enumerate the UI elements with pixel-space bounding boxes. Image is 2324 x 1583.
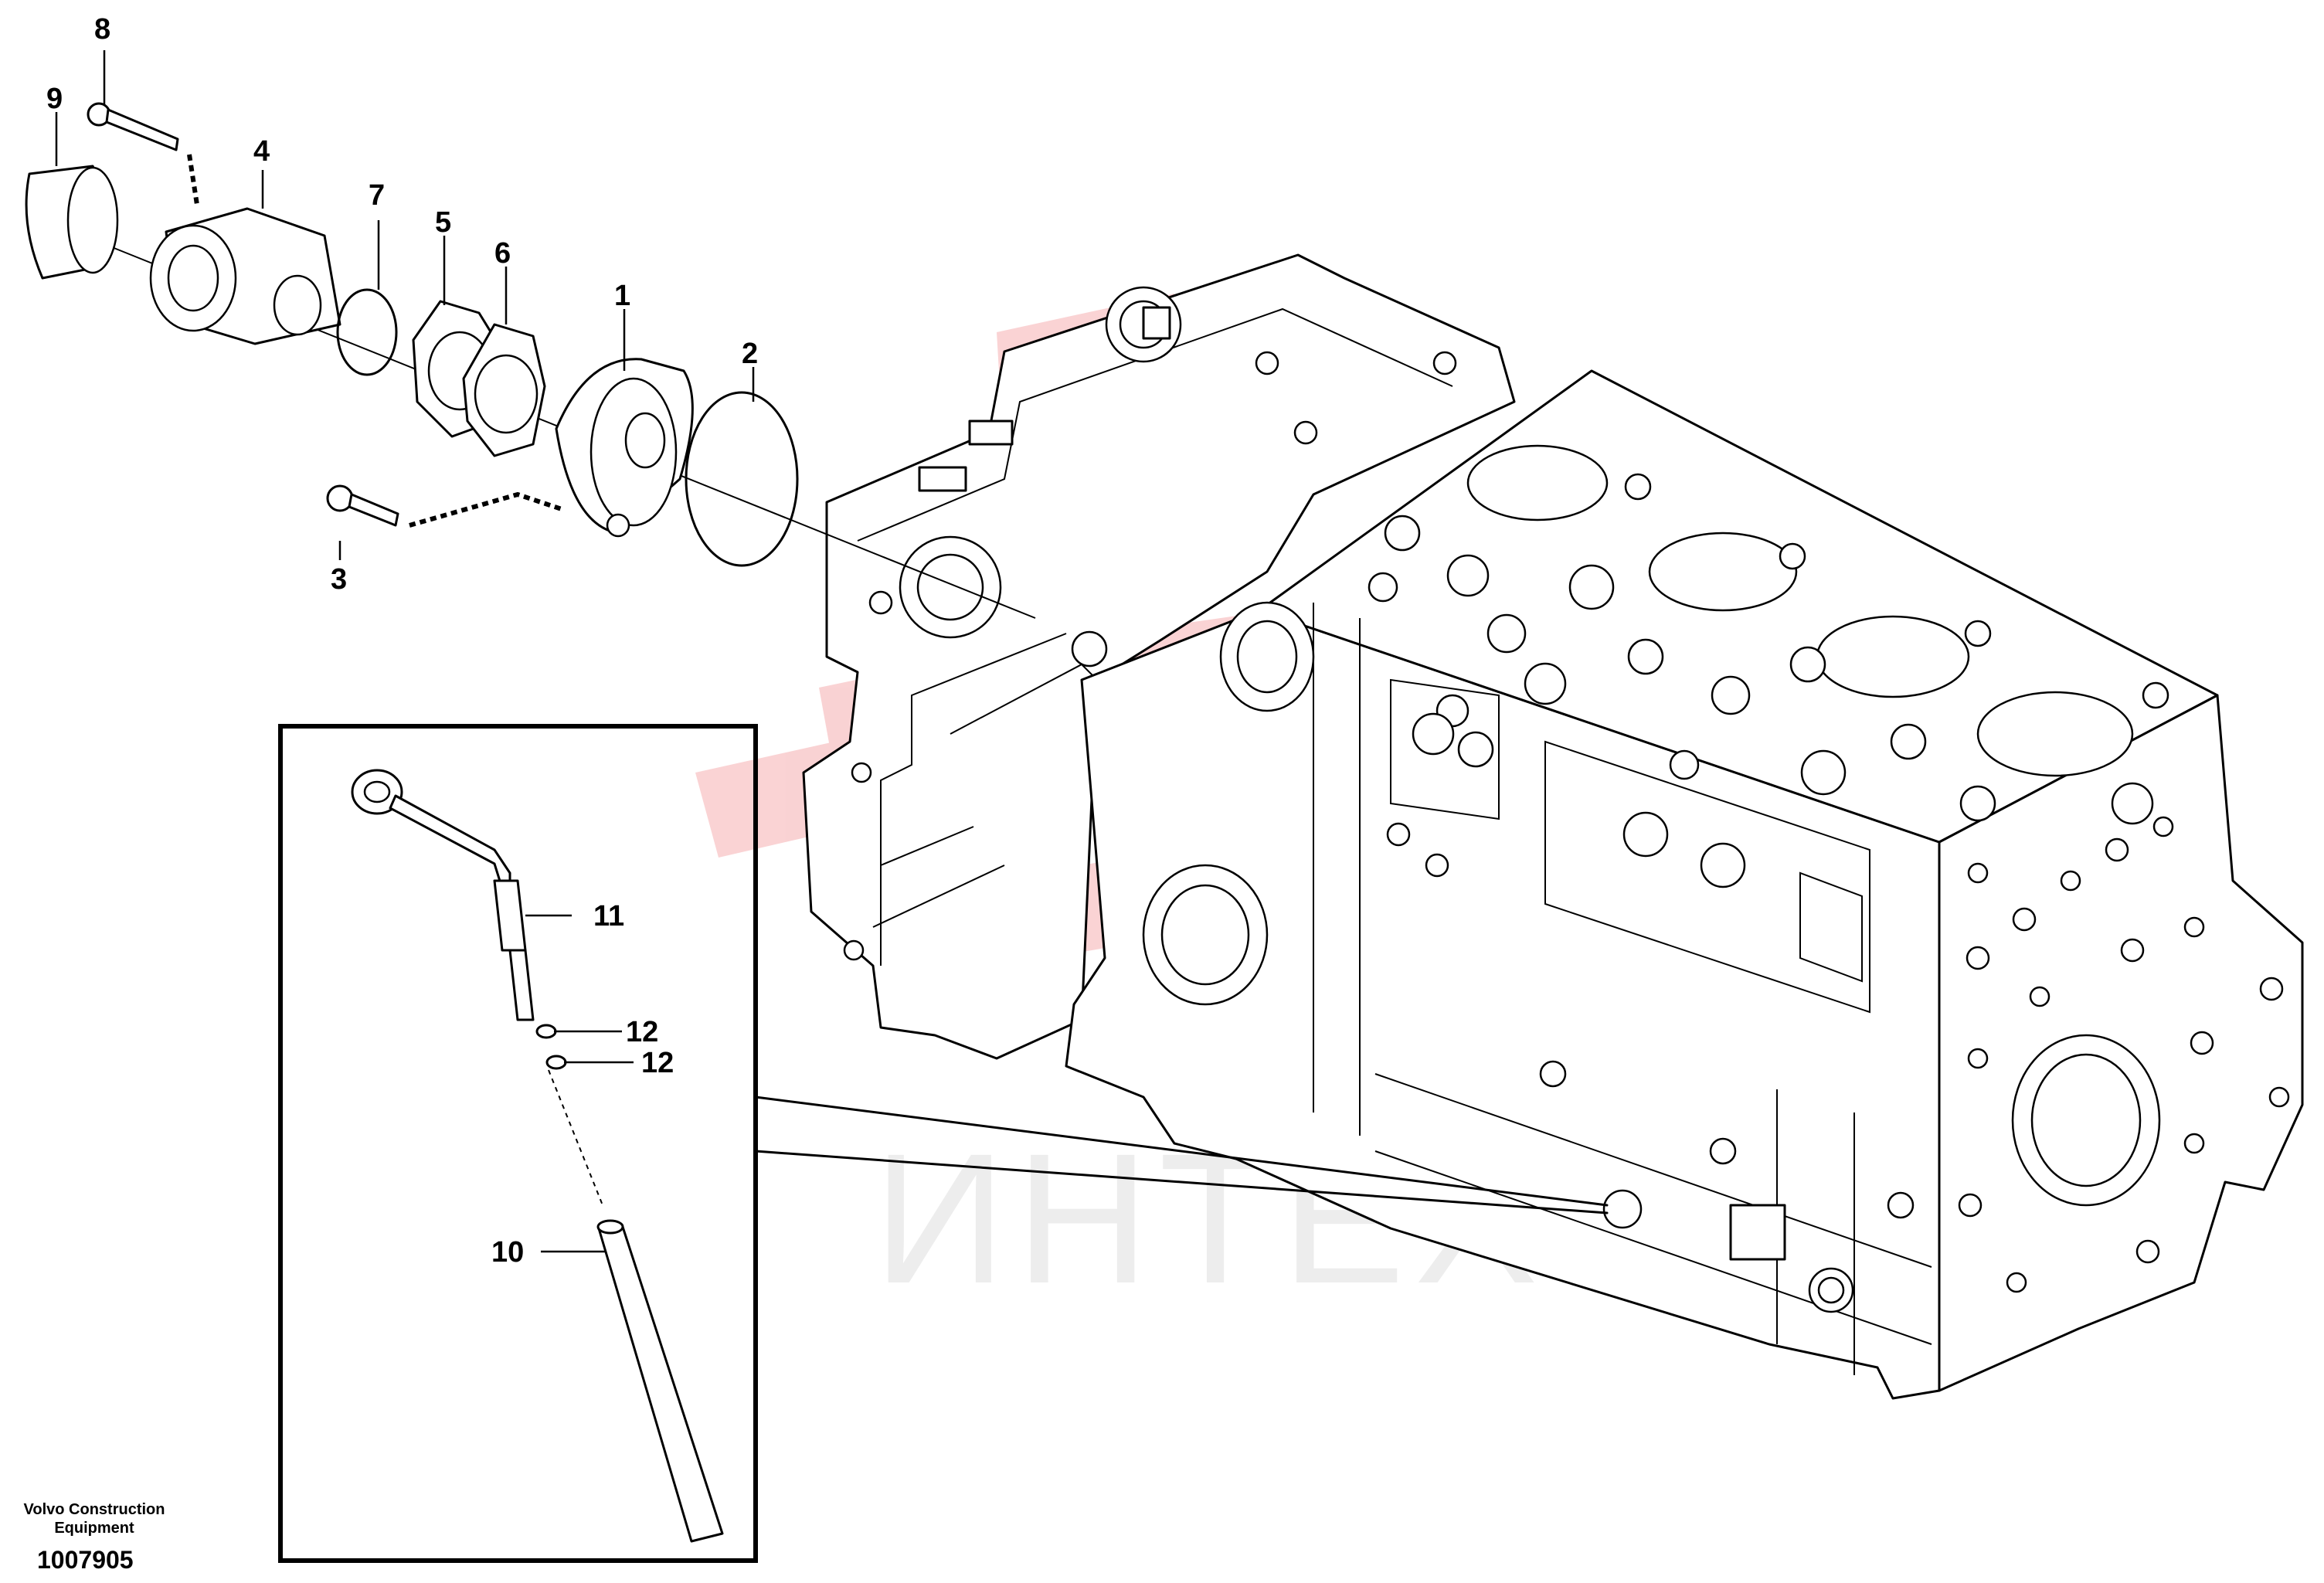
callout-2: 2 [742, 338, 758, 370]
document-number: 1007905 [37, 1546, 134, 1574]
callout-8: 8 [94, 13, 110, 46]
callout-3: 3 [331, 563, 347, 596]
callout-7: 7 [369, 179, 385, 212]
leader-lines [55, 50, 755, 1253]
part-12-ring-lower [545, 1055, 567, 1070]
callout-12-lower: 12 [641, 1047, 674, 1079]
part-10-guide-tube [597, 1223, 724, 1543]
engine-block [802, 253, 2304, 1400]
callout-4: 4 [253, 135, 270, 168]
callout-12-upper: 12 [626, 1016, 658, 1048]
part-12-ring-upper [535, 1024, 557, 1039]
callouts: 1 2 3 4 5 6 7 8 9 10 11 12 12 [46, 13, 758, 1269]
callout-1: 1 [614, 280, 630, 312]
part-8-bolt [87, 102, 179, 151]
callout-6: 6 [494, 237, 511, 270]
gear-housing-plate [802, 253, 1516, 1060]
part-7-o-ring [336, 288, 398, 376]
footer: Volvo Construction Equipment 1007905 [24, 1501, 165, 1574]
side-bolt-holes [1958, 816, 2290, 1293]
credit-line-1: Volvo Construction [24, 1501, 165, 1518]
callout-11: 11 [593, 900, 624, 932]
dipstick-port [1602, 1189, 1643, 1229]
callout-5: 5 [435, 206, 451, 239]
part-2-o-ring [685, 391, 799, 567]
part-3-bolt [326, 484, 399, 527]
credit-line-2: Equipment [54, 1520, 134, 1537]
callout-10: 10 [491, 1236, 524, 1269]
callout-9: 9 [46, 83, 63, 115]
detail-frame [278, 724, 758, 1563]
deck-holes [1368, 473, 2169, 825]
part-11-dipstick [389, 794, 511, 890]
front-seal-assembly [25, 102, 1036, 619]
block-right-side [1938, 694, 2304, 1392]
dipstick-detail [278, 724, 1609, 1563]
